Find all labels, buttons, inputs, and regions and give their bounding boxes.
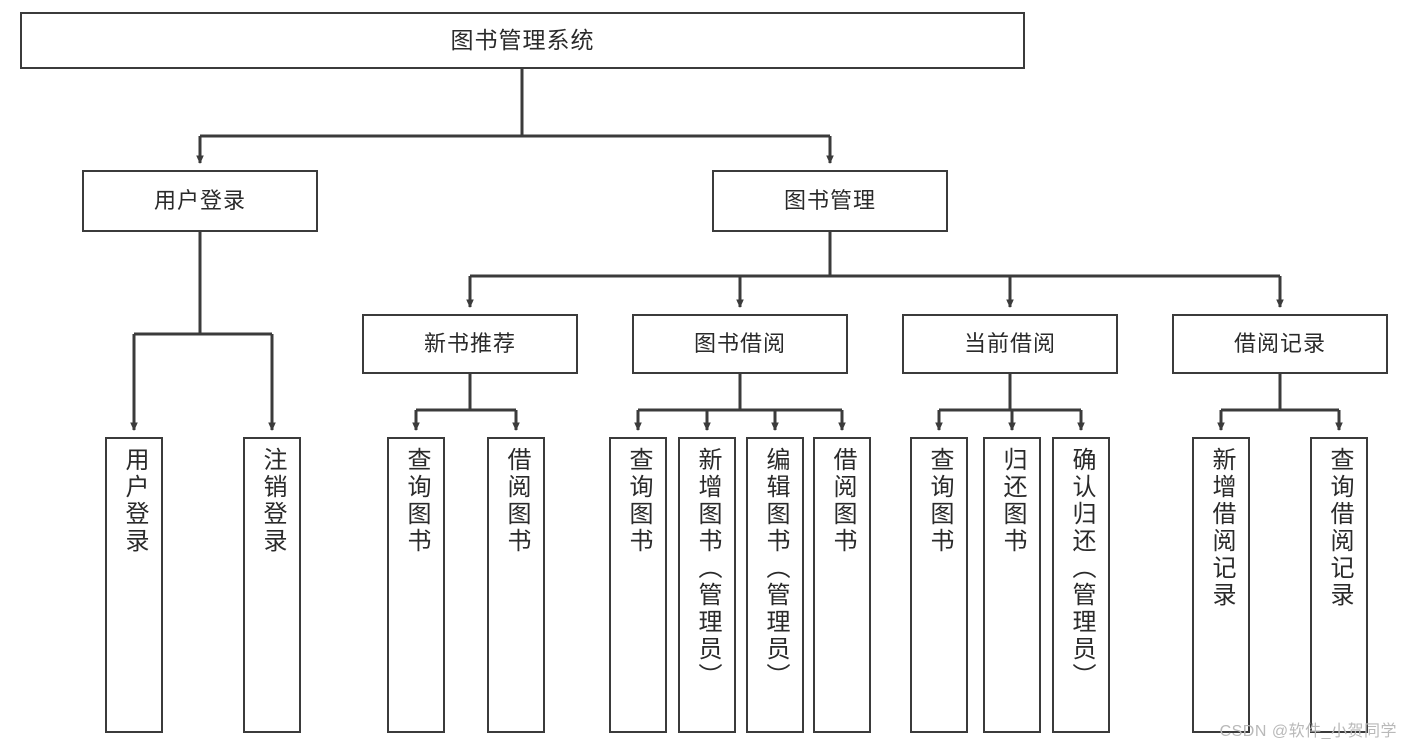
node-user-login[interactable]: 用户登录 [82,170,318,232]
node-current-borrow[interactable]: 当前借阅 [902,314,1118,374]
node-current-borrow-label: 当前借阅 [963,331,1056,356]
node-leaf-user-logout-label: 注销登录 [259,447,286,555]
node-leaf-user-login-label: 用户登录 [121,447,148,555]
node-leaf-query-book-3-label: 查询图书 [926,447,953,555]
node-leaf-add-book-label: 新增图书（管理员） [694,447,721,690]
node-leaf-edit-book[interactable]: 编辑图书（管理员） [746,437,804,733]
node-leaf-query-book-3[interactable]: 查询图书 [910,437,968,733]
node-new-book-recommendation-label: 新书推荐 [423,331,516,356]
node-borrow-record-label: 借阅记录 [1233,331,1326,356]
node-leaf-borrow-book-2-label: 借阅图书 [829,447,856,555]
node-leaf-query-book-1-label: 查询图书 [403,447,430,555]
node-book-borrow[interactable]: 图书借阅 [632,314,848,374]
node-leaf-borrow-book-2[interactable]: 借阅图书 [813,437,871,733]
node-book-borrow-label: 图书借阅 [693,331,786,356]
node-book-management[interactable]: 图书管理 [712,170,948,232]
node-borrow-record[interactable]: 借阅记录 [1172,314,1388,374]
node-leaf-user-login[interactable]: 用户登录 [105,437,163,733]
watermark-text: CSDN @软件_小贺同学 [1219,723,1397,740]
node-root[interactable]: 图书管理系统 [20,12,1025,69]
node-leaf-edit-book-label: 编辑图书（管理员） [762,447,789,690]
node-leaf-add-borrow-record[interactable]: 新增借阅记录 [1192,437,1250,733]
node-leaf-query-book-1[interactable]: 查询图书 [387,437,445,733]
node-root-label: 图书管理系统 [450,27,595,53]
node-book-management-label: 图书管理 [783,188,876,213]
node-leaf-query-book-2-label: 查询图书 [625,447,652,555]
node-leaf-return-book[interactable]: 归还图书 [983,437,1041,733]
node-leaf-return-book-label: 归还图书 [999,447,1026,555]
node-leaf-add-book[interactable]: 新增图书（管理员） [678,437,736,733]
node-new-book-recommendation[interactable]: 新书推荐 [362,314,578,374]
node-leaf-query-borrow-record[interactable]: 查询借阅记录 [1310,437,1368,733]
node-leaf-confirm-return[interactable]: 确认归还（管理员） [1052,437,1110,733]
node-user-login-label: 用户登录 [153,188,246,213]
node-leaf-borrow-book-1-label: 借阅图书 [503,447,530,555]
node-leaf-borrow-book-1[interactable]: 借阅图书 [487,437,545,733]
node-leaf-query-borrow-record-label: 查询借阅记录 [1326,447,1353,609]
node-leaf-query-book-2[interactable]: 查询图书 [609,437,667,733]
node-leaf-user-logout[interactable]: 注销登录 [243,437,301,733]
node-leaf-confirm-return-label: 确认归还（管理员） [1068,447,1095,690]
node-leaf-add-borrow-record-label: 新增借阅记录 [1208,447,1235,609]
